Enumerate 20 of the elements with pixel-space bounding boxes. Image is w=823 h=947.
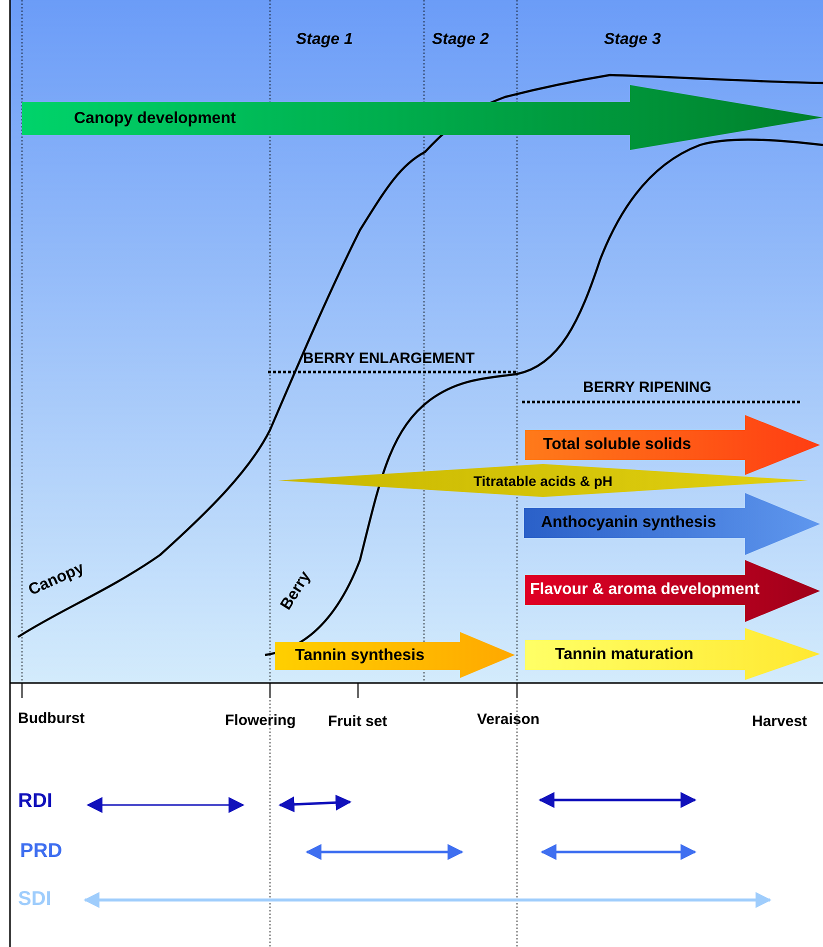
banner-label: Canopy development: [74, 110, 236, 126]
strategy-label: PRD: [20, 841, 62, 861]
phase-label: BERRY ENLARGEMENT: [303, 351, 475, 366]
stage-label: Flowering: [225, 713, 296, 728]
stage-label: Budburst: [18, 711, 85, 726]
strategy-label: SDI: [18, 889, 52, 909]
stage-label: Veraison: [477, 712, 540, 727]
strategy-label: RDI: [18, 791, 52, 811]
banner-label: Anthocyanin synthesis: [541, 515, 716, 531]
stage-label: Stage 3: [604, 32, 661, 48]
banner-label: Tannin maturation: [555, 647, 694, 663]
stage-label: Stage 2: [432, 32, 489, 48]
banner-label: Flavour & aroma development: [530, 582, 760, 598]
stage-label: Harvest: [752, 714, 808, 729]
banner-label: Tannin synthesis: [295, 648, 425, 664]
banner-label: Titratable acids & pH: [474, 474, 612, 488]
stage-label: Fruit set: [328, 714, 388, 729]
phase-label: BERRY RIPENING: [583, 380, 712, 395]
banner-label: Total soluble solids: [543, 437, 692, 453]
stage-label: Stage 1: [296, 32, 353, 48]
